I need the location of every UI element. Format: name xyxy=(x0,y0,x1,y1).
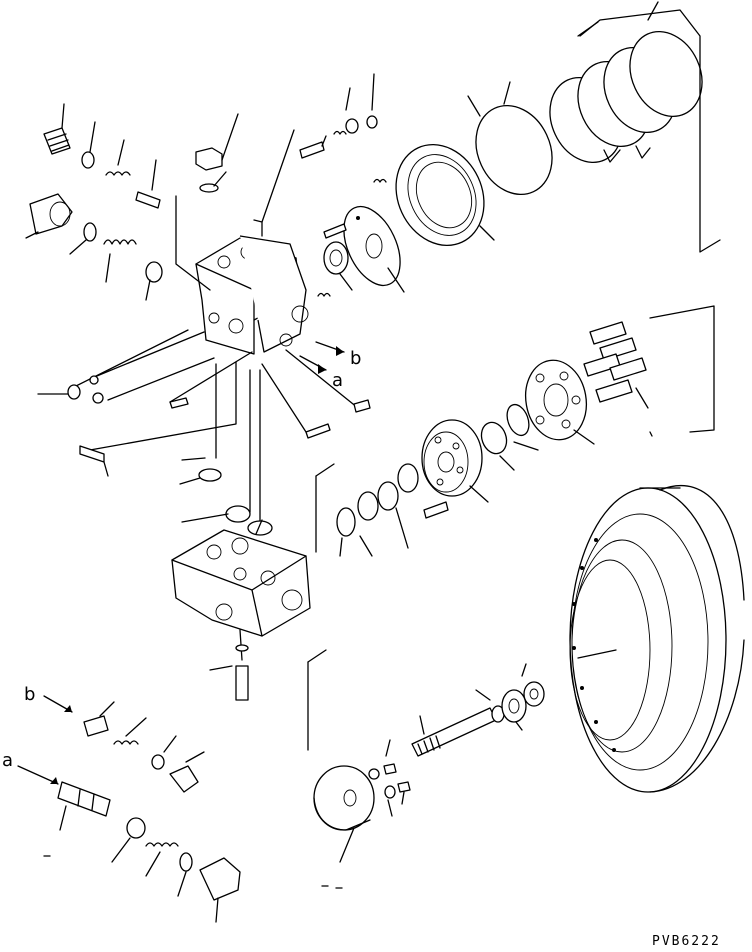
drive-shaft xyxy=(411,663,545,757)
keys-and-pins xyxy=(368,739,411,817)
plug-fitting-top xyxy=(43,103,161,209)
end-plate xyxy=(307,649,375,863)
spool-assembly-a xyxy=(17,765,241,923)
cylinder-block xyxy=(421,419,489,503)
seal-ring xyxy=(467,81,553,196)
valve-body-lower xyxy=(171,529,311,701)
brake-piston-ring xyxy=(395,143,495,247)
plug-fitting-large xyxy=(25,193,163,301)
valve-body-upper xyxy=(195,129,309,355)
thrust-rings xyxy=(315,403,539,557)
flow-arrows xyxy=(299,341,345,374)
valve-plate xyxy=(317,205,405,297)
spool-assembly-b xyxy=(43,695,205,793)
ticks xyxy=(43,431,653,889)
retainer-plate xyxy=(525,359,595,445)
piston-set xyxy=(583,305,715,433)
drawing-code: PVB6222 xyxy=(652,934,721,949)
motor-case xyxy=(569,484,745,793)
friction-plates xyxy=(549,1,721,253)
bolt-top-center xyxy=(195,113,239,193)
spool-label-b: b xyxy=(24,684,36,705)
spool-label-a: a xyxy=(2,750,14,771)
small-parts-left xyxy=(37,375,371,477)
port-label-b: b xyxy=(350,348,362,369)
port-label-a: a xyxy=(332,370,344,391)
seals-below-body xyxy=(179,457,273,536)
top-small-parts xyxy=(299,73,387,183)
